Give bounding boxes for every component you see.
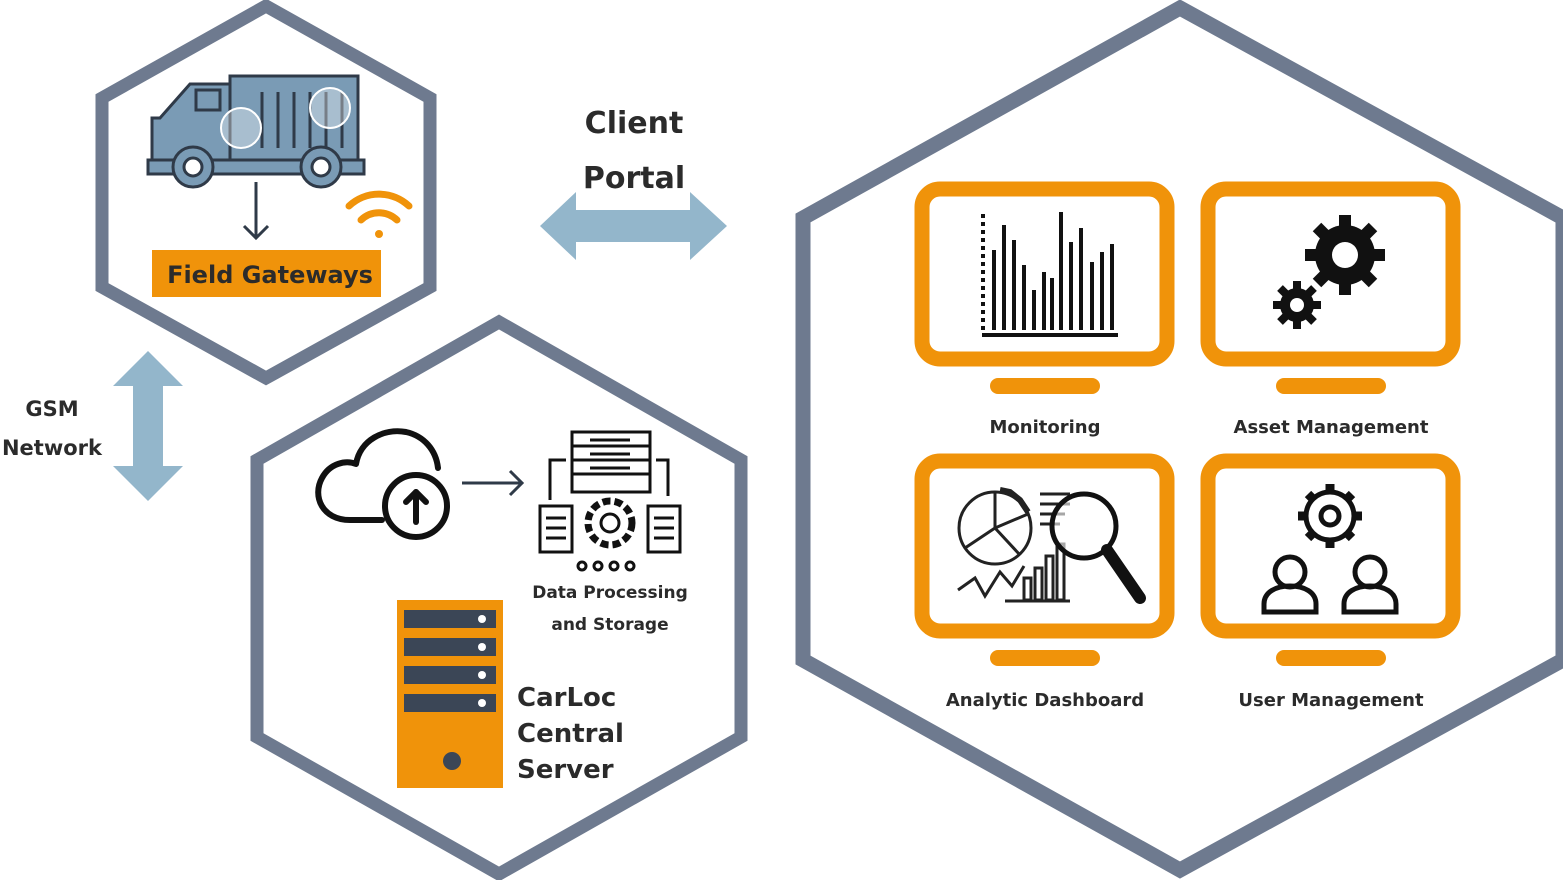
client-portal-label-line2: Portal <box>583 161 685 196</box>
cloud-upload-icon <box>315 428 450 540</box>
analytics-magnifier-icon <box>957 487 1146 604</box>
client-portal-label-line1: Client <box>585 106 684 141</box>
data-processing-icon <box>538 430 682 572</box>
double-arrow-horizontal-icon <box>540 192 727 260</box>
right-arrow-icon <box>462 469 525 497</box>
users-gear-icon <box>1261 484 1399 615</box>
gears-icon <box>1273 215 1385 329</box>
gsm-label-line2: Network <box>2 436 103 460</box>
server-tower-icon <box>397 600 503 788</box>
monitor-asset-management <box>1200 181 1461 394</box>
bar-chart-icon <box>981 212 1118 337</box>
down-arrow-icon <box>242 182 270 241</box>
client-portal-hexagon <box>795 0 1563 879</box>
truck-icon <box>146 74 366 189</box>
data-processing-label-line2: and Storage <box>551 615 668 635</box>
monitor-analytic-dashboard <box>914 453 1175 666</box>
module-label-monitoring: Monitoring <box>990 417 1101 438</box>
data-processing-label-line1: Data Processing <box>532 583 688 603</box>
field-gateways-label: Field Gateways <box>167 261 373 289</box>
module-label-user-management: User Management <box>1238 690 1424 711</box>
server-label-line2: Central <box>517 719 624 749</box>
wifi-icon <box>345 190 413 238</box>
gsm-label-line1: GSM <box>25 397 78 421</box>
monitor-user-management <box>1200 453 1461 666</box>
double-arrow-vertical-icon <box>113 351 183 501</box>
module-label-asset-management: Asset Management <box>1234 417 1429 438</box>
monitor-monitoring <box>914 181 1175 394</box>
server-label-line1: CarLoc <box>517 683 616 713</box>
field-gateways-box <box>152 250 381 297</box>
module-label-analytic-dashboard: Analytic Dashboard <box>946 690 1144 711</box>
server-label-line3: Server <box>517 755 614 785</box>
